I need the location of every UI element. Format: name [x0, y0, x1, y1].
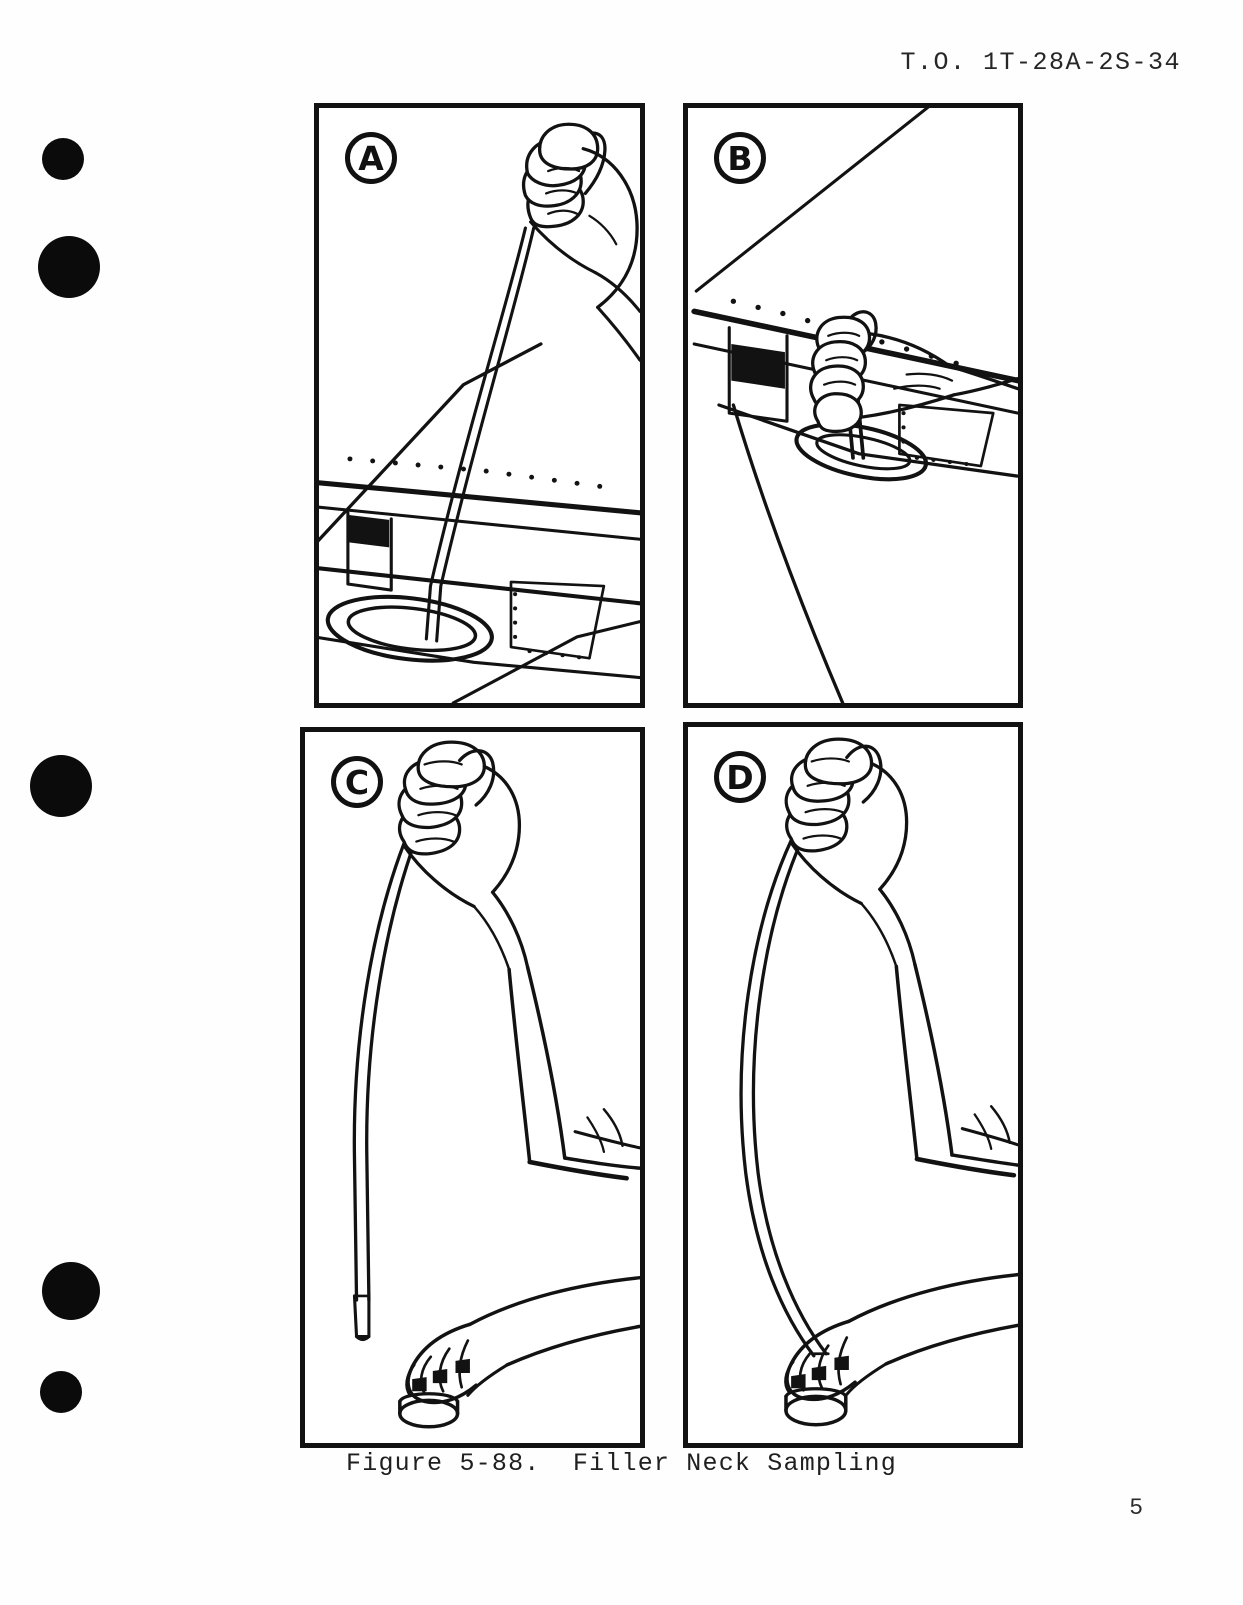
figure-panel-d: D: [683, 722, 1023, 1448]
figure-panel-c: C: [300, 727, 645, 1448]
panel-a-illustration: [319, 108, 640, 703]
panel-b-illustration: [688, 108, 1018, 703]
figure-caption: Figure 5-88. Filler Neck Sampling: [346, 1449, 897, 1478]
panel-d-label: D: [714, 751, 766, 803]
figure-panel-a: A: [314, 103, 645, 708]
punch-hole-2: [38, 236, 100, 298]
punch-hole-4: [42, 1262, 100, 1320]
panel-d-illustration: [688, 727, 1018, 1443]
punch-hole-5: [40, 1371, 82, 1413]
figure-panel-b: B: [683, 103, 1023, 708]
panel-c-illustration: [305, 732, 640, 1443]
document-header-number: T.O. 1T-28A-2S-34: [900, 48, 1181, 77]
panel-a-label: A: [345, 132, 397, 184]
punch-hole-1: [42, 138, 84, 180]
punch-hole-3: [30, 755, 92, 817]
page-number: 5: [1129, 1495, 1143, 1521]
panel-b-label: B: [714, 132, 766, 184]
panel-c-label: C: [331, 756, 383, 808]
